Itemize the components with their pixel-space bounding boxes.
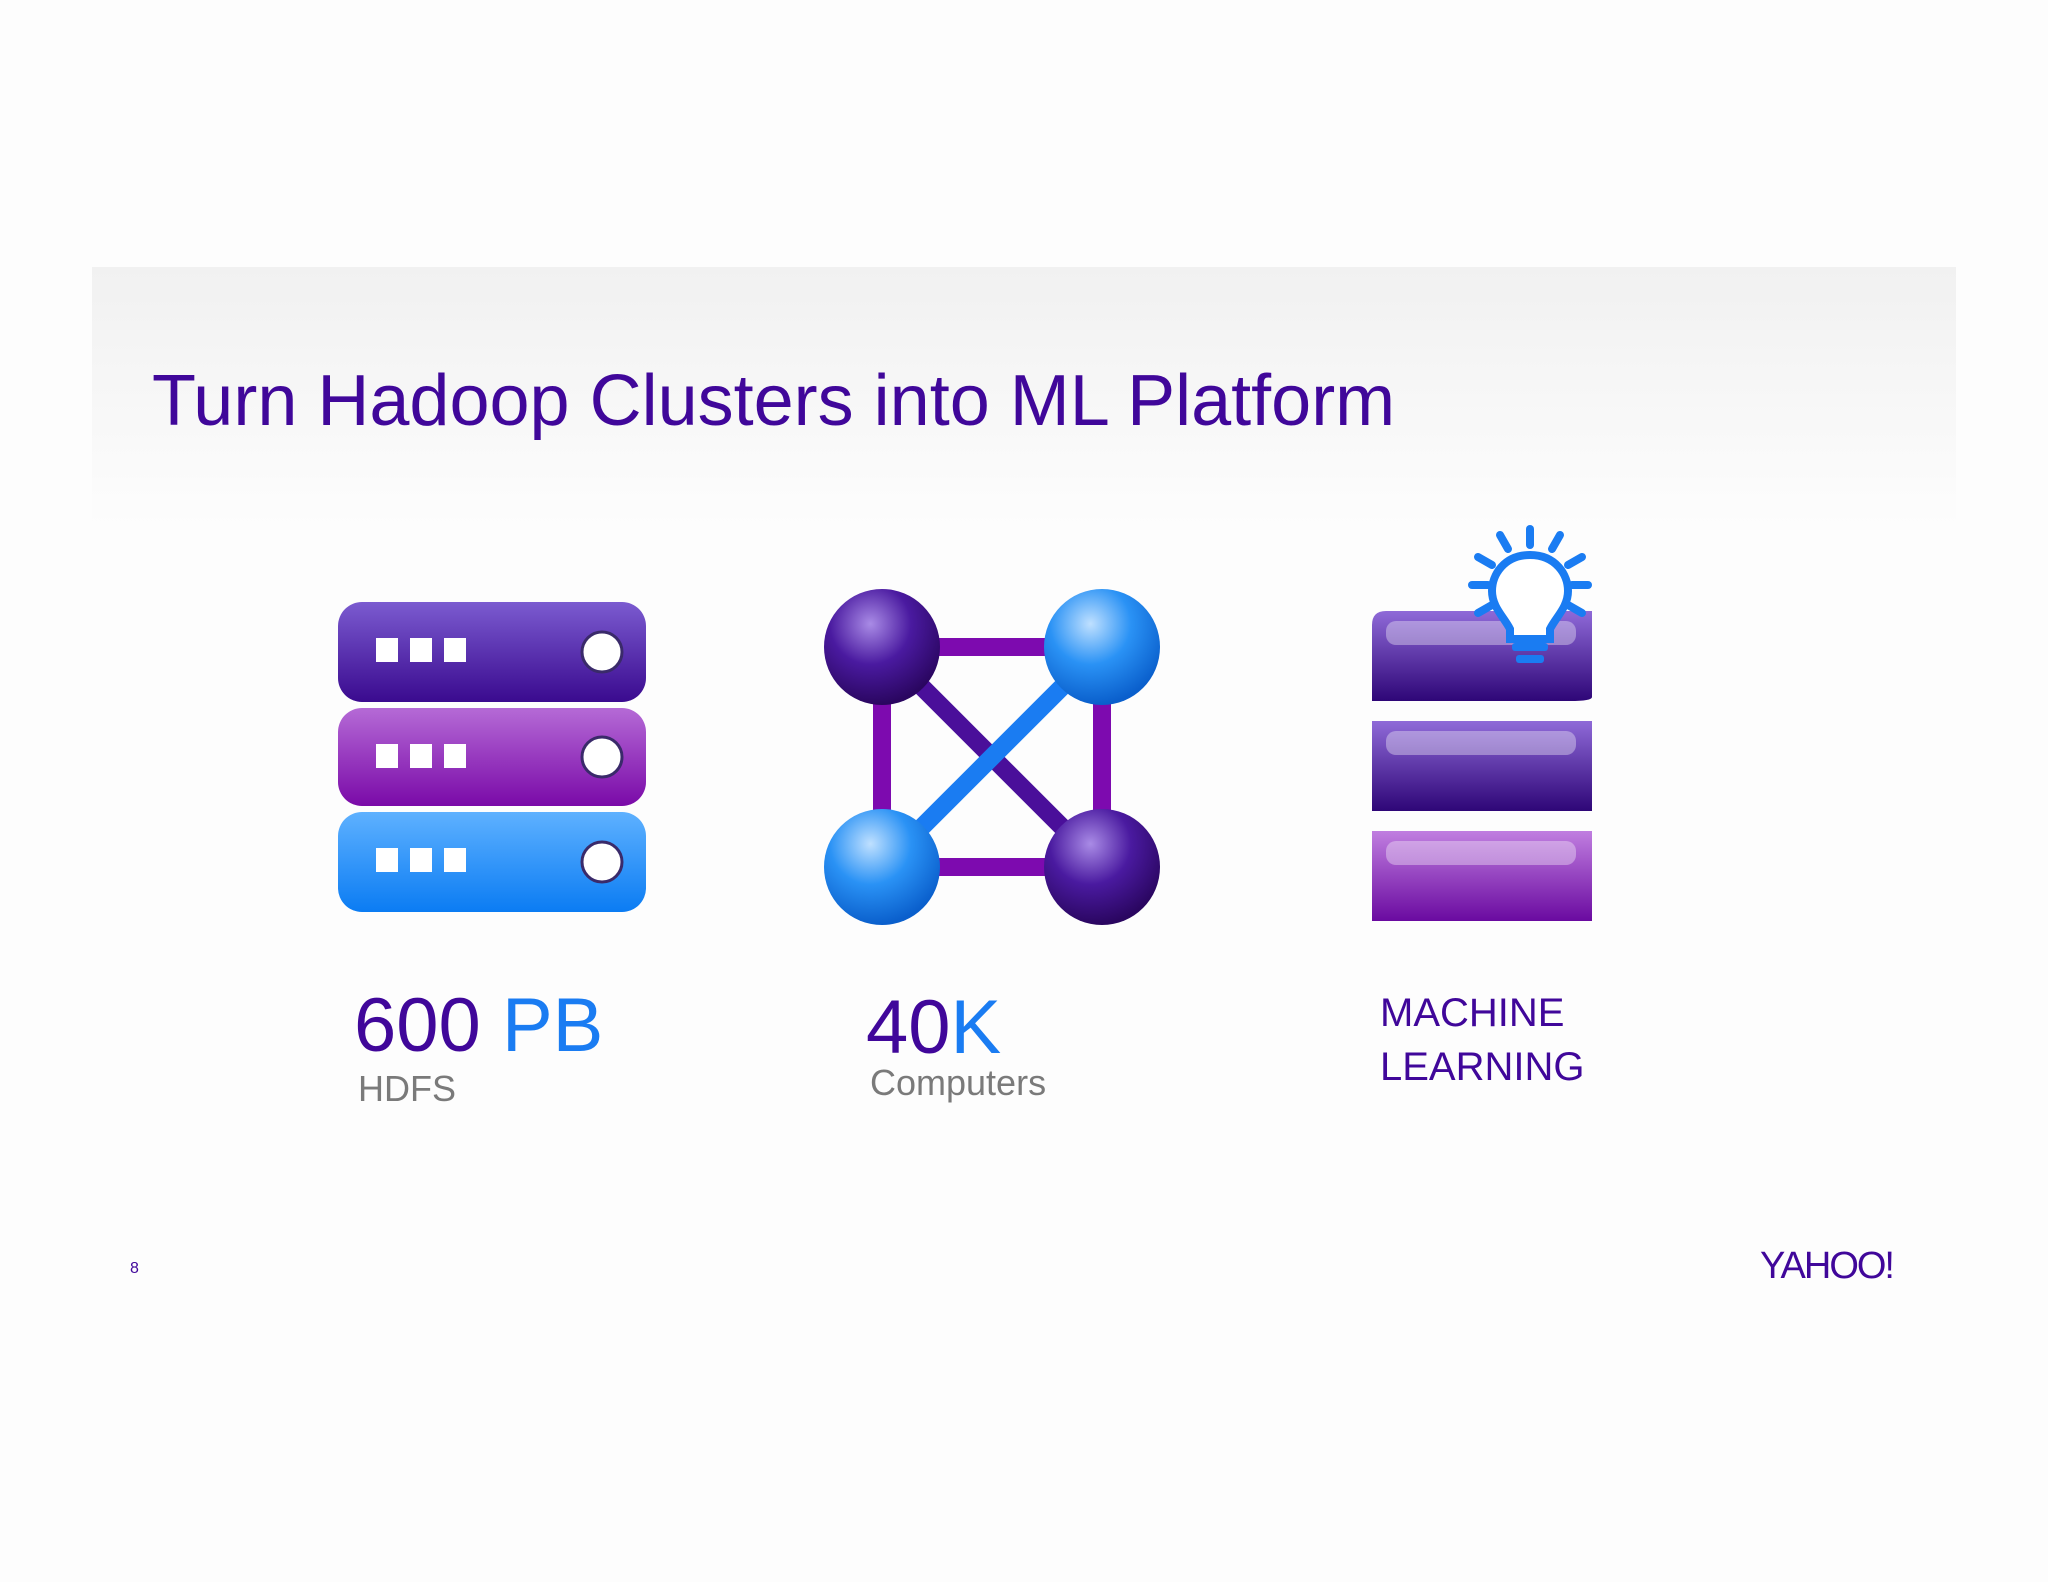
network-nodes-icon bbox=[824, 589, 1160, 925]
yahoo-logo: YAHOO! bbox=[1760, 1245, 1895, 1287]
ml-label-line2: LEARNING bbox=[1380, 1045, 1585, 1089]
books-lightbulb-icon bbox=[1372, 525, 1592, 921]
hdfs-stat-number: 600 bbox=[354, 983, 481, 1068]
hdfs-stat-unit: PB bbox=[501, 983, 604, 1068]
page-number: 8 bbox=[130, 1260, 139, 1277]
ml-label: MACHINE LEARNING bbox=[1380, 986, 1585, 1094]
hdfs-stat-value: 600 PB bbox=[354, 982, 603, 1069]
hdfs-stat-label: HDFS bbox=[358, 1068, 456, 1109]
computers-stat-label: Computers bbox=[870, 1062, 1047, 1103]
server-stack-icon bbox=[338, 602, 646, 912]
computers-stat-unit: K bbox=[950, 985, 1002, 1070]
computers-stat-number: 40 bbox=[866, 985, 951, 1070]
ml-label-line1: MACHINE bbox=[1380, 991, 1565, 1035]
computers-stat-value: 40K bbox=[866, 984, 1001, 1071]
slide-title: Turn Hadoop Clusters into ML Platform bbox=[152, 361, 1396, 441]
header-band bbox=[92, 267, 1956, 527]
